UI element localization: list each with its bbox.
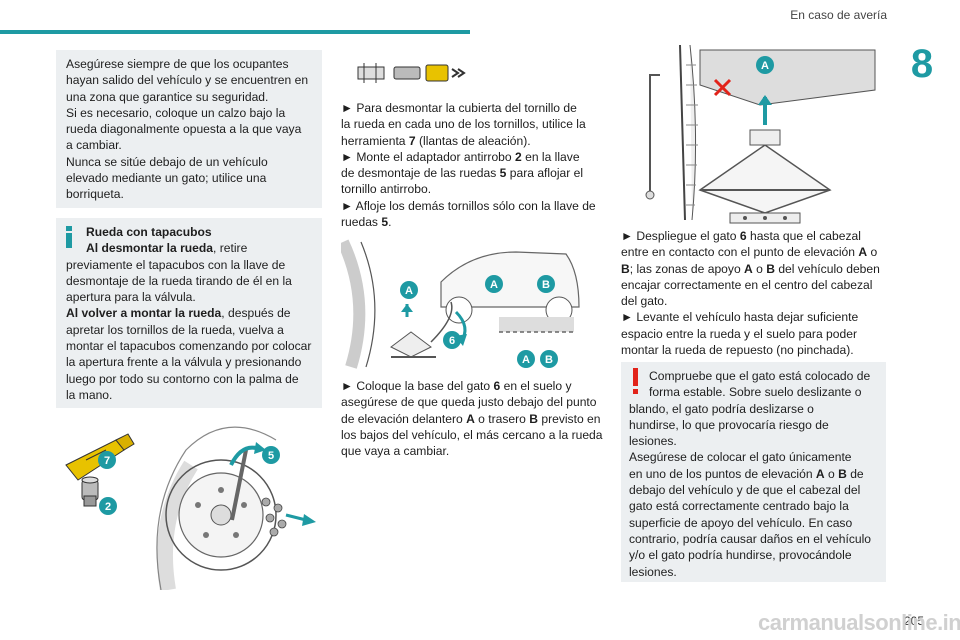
badge-b-text: B xyxy=(542,279,550,291)
text-line: la rueda en cada uno de los tornillos, u… xyxy=(341,117,586,132)
badge-6-text: 6 xyxy=(449,335,455,347)
text-line: ► Coloque la base del gato 6 en el suelo… xyxy=(341,379,572,393)
text-line: Asegúrese siempre de que los ocupantes xyxy=(66,57,289,71)
label-badge-5 xyxy=(262,446,280,464)
watermark: carmanualsonline.info xyxy=(758,610,960,635)
label-badge-a-jack xyxy=(400,281,418,299)
jack-placement-steps: ► Coloque la base del gato 6 en el suelo… xyxy=(341,378,606,459)
label-badge-2 xyxy=(99,497,117,515)
text-line: blando, el gato podría deslizarse o xyxy=(629,401,814,416)
section-title: En caso de avería xyxy=(790,8,887,22)
page-number: 205 xyxy=(904,614,925,628)
info-icon xyxy=(64,226,74,248)
text-line: B; las zonas de apoyo A o B del vehículo… xyxy=(621,261,880,276)
text-line: una zona que garantice su seguridad. xyxy=(66,89,269,104)
text-line: forma estable. Sobre suelo deslizante o xyxy=(649,385,862,400)
badge-a-text: A xyxy=(490,279,498,291)
label-badge-a-lift xyxy=(756,56,774,74)
info-title: Rueda con tapacubos xyxy=(86,225,212,239)
text-line: del gato. xyxy=(621,294,668,309)
text-line: de desmontaje de las ruedas 5 para afloj… xyxy=(341,166,584,181)
label-badge-a-floor xyxy=(517,350,535,368)
badge-b-floor-text: B xyxy=(545,354,553,366)
safety-warning-box: Asegúrese siempre de que los ocupantes h… xyxy=(56,50,322,208)
label-badge-b-floor xyxy=(540,350,558,368)
badge-a-lift-text: A xyxy=(761,60,769,72)
text-line: apretar los tornillos de la rueda, vuelv… xyxy=(66,322,284,337)
text-line: ► Para desmontar la cubierta del tornill… xyxy=(341,101,577,115)
text-line: Al volver a montar la rueda, después de xyxy=(66,306,291,321)
text-line: ► Levante el vehículo hasta dejar sufici… xyxy=(621,310,859,325)
text-line: lesiones. xyxy=(629,434,677,449)
text-line: contrario, podría causar daños en el veh… xyxy=(629,531,872,546)
text-line: a cambiar. xyxy=(66,138,122,153)
badge-a-jack-text: A xyxy=(405,285,413,297)
label-badge-7 xyxy=(98,451,116,469)
antitheft-adapter-illustration xyxy=(81,476,99,507)
jack-placement-figure: A B A 6 A B xyxy=(341,232,581,372)
text-line: Asegúrese de colocar el gato únicamente xyxy=(629,450,852,465)
wheel-bolts-figure: 7 2 5 xyxy=(56,420,326,590)
text-line: los bajos del vehículo, el más cercano a… xyxy=(341,427,603,442)
bolt-cover-tool-illustration xyxy=(65,433,135,481)
text-line: la apertura frente a la válvula y presio… xyxy=(66,355,302,370)
text-line: desmontaje de la rueda tirando de él en … xyxy=(66,273,292,288)
label-badge-a-car xyxy=(485,275,503,293)
warning-icon xyxy=(632,368,640,394)
text-line: Nunca se sitúe debajo de un vehículo xyxy=(66,154,268,169)
text-line: que vaya a cambiar. xyxy=(341,444,450,459)
text-line: la mano. xyxy=(66,387,113,402)
text-line: hundirse, lo que provocaría riesgo de xyxy=(629,417,829,432)
label-badge-6 xyxy=(443,331,461,349)
chapter-number: 8 xyxy=(910,42,934,86)
badge-a-floor-text: A xyxy=(522,354,530,366)
text-line: espacio entre la rueda y el suelo para p… xyxy=(621,326,857,341)
text-line: asegúrese de que queda justo debajo del … xyxy=(341,395,597,410)
text-line: Compruebe que el gato está colocado de xyxy=(649,369,871,383)
adapter-strip-figure xyxy=(354,55,474,90)
text-line: ► Monte el adaptador antirrobo 2 en la l… xyxy=(341,149,580,164)
jack-stability-warning-box: Compruebe que el gato está colocado de f… xyxy=(621,362,886,582)
bolt-removal-steps: ► Para desmontar la cubierta del tornill… xyxy=(341,100,606,230)
text-line: ► Despliegue el gato 6 hasta que el cabe… xyxy=(621,229,861,243)
text-line: encajar correctamente en el centro del c… xyxy=(621,277,873,292)
text-line: montar el tapacubos comenzando por coloc… xyxy=(66,339,312,354)
text-line: de elevación delantero A o trasero B pre… xyxy=(341,411,601,426)
header-accent-bar xyxy=(0,30,470,34)
text-line: entre en contacto con el punto de elevac… xyxy=(621,245,878,260)
hubcap-info-box: Rueda con tapacubos Al desmontar la rued… xyxy=(56,218,322,408)
text-line: ► Afloje los demás tornillos sólo con la… xyxy=(341,198,596,213)
text-line: previamente el tapacubos con la llave de xyxy=(66,257,286,272)
text-line: apertura para la válvula. xyxy=(66,290,196,305)
badge-7-text: 7 xyxy=(104,455,110,467)
jack-lifting-figure: A xyxy=(640,45,880,225)
text-line: borriqueta. xyxy=(66,187,124,202)
text-line: en uno de los puntos de elevación A o B … xyxy=(629,466,864,481)
text-line: Al desmontar la rueda, retire xyxy=(86,241,248,256)
text-line: elevado mediante un gato; utilice una xyxy=(66,171,267,186)
label-badge-b-car xyxy=(537,275,555,293)
text-line: herramienta 7 (llantas de aleación). xyxy=(341,133,531,148)
text-line: Si es necesario, coloque un calzo bajo l… xyxy=(66,105,286,120)
text-line: rueda diagonalmente opuesta a la que vay… xyxy=(66,122,302,137)
text-line: debajo del vehículo y de que el cabezal … xyxy=(629,483,861,498)
jack-lifting-steps: ► Despliegue el gato 6 hasta que el cabe… xyxy=(621,228,886,358)
badge-5-text: 5 xyxy=(268,450,274,462)
text-line: tornillo antirrobo. xyxy=(341,182,432,197)
badge-2-text: 2 xyxy=(105,501,111,513)
text-line: hayan salido del vehículo y se encuentre… xyxy=(66,73,309,88)
text-line: y/o el gato podría hundirse, provocándol… xyxy=(629,548,852,563)
text-line: ruedas 5. xyxy=(341,215,392,230)
text-line: montar la rueda de repuesto (no pinchada… xyxy=(621,343,854,358)
text-line: gato está correctamente centrado bajo la xyxy=(629,499,849,514)
text-line: superficie de apoyo del vehículo. En cas… xyxy=(629,515,853,530)
text-line: luego por todo su contorno con la palma … xyxy=(66,371,299,386)
text-line: lesiones. xyxy=(629,564,677,579)
